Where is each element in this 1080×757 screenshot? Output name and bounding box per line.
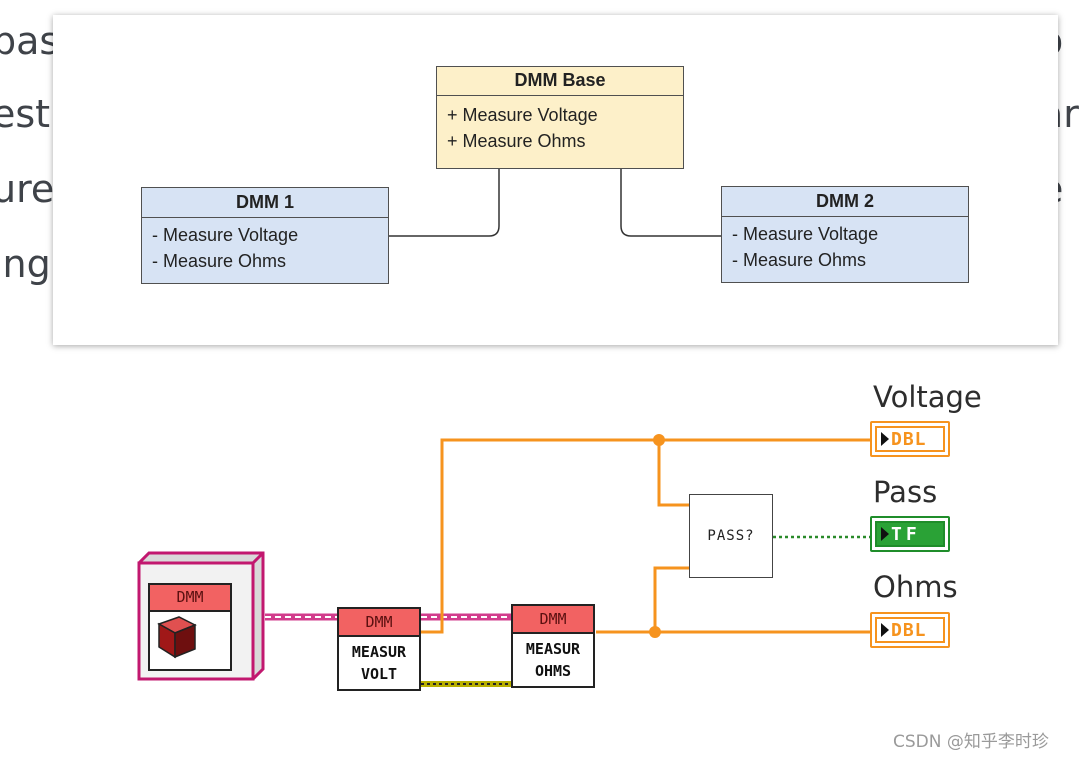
uml-class-name: DMM 1 [142, 188, 388, 218]
uml-operation: - Measure Ohms [732, 250, 867, 270]
voltage-wire [421, 438, 870, 634]
vi-text-line: MEASUR [525, 640, 581, 658]
ohms-branch-wire [653, 566, 689, 632]
vi-header: DMM [513, 606, 593, 634]
wire-junction-ohms [649, 626, 661, 638]
uml-operation: - Measure Ohms [152, 251, 287, 271]
arrow-right-icon [881, 623, 889, 637]
voltage-indicator[interactable]: DBL [870, 421, 950, 457]
vi-text-line: VOLT [360, 665, 398, 683]
bg-text-line-2: est [0, 92, 51, 136]
pass-indicator-label: Pass [873, 475, 938, 509]
watermark: CSDN @知乎李时珍 [893, 732, 1049, 752]
vi-text-line: OHMS [534, 662, 572, 680]
voltage-indicator-label: Voltage [873, 380, 982, 414]
wire-junction-voltage [653, 434, 665, 446]
ohms-indicator[interactable]: DBL [870, 612, 950, 648]
object-constant-frame-icon [137, 551, 265, 681]
indicator-dtype: TF [891, 523, 921, 545]
ohms-indicator-label: Ohms [873, 570, 958, 604]
arrow-right-icon [881, 527, 889, 541]
indicator-dtype: DBL [891, 619, 927, 641]
pass-check-vi[interactable]: PASS? [689, 494, 773, 578]
measure-volt-vi[interactable]: DMM MEASUR VOLT [337, 607, 421, 691]
vi-text-line: MEASUR [351, 643, 407, 661]
uml-diagram-card: DMM Base + Measure Voltage + Measure Ohm… [53, 15, 1058, 345]
arrow-right-icon [881, 432, 889, 446]
uml-operation: - Measure Voltage [732, 224, 879, 244]
dmm-object-constant: DMM [137, 551, 265, 681]
pass-vi-label: PASS? [707, 528, 755, 544]
uml-class-name: DMM 2 [722, 187, 968, 217]
bg-text-line-4: ing [0, 242, 51, 286]
pass-indicator[interactable]: TF [870, 516, 950, 552]
bg-text-line-1: pas [0, 19, 60, 63]
uml-operation: - Measure Voltage [152, 225, 299, 245]
bg-text-line-3: ure [0, 167, 55, 211]
uml-operation: + Measure Ohms [447, 131, 586, 151]
uml-class-dmm2: DMM 2 - Measure Voltage - Measure Ohms [721, 186, 969, 283]
uml-class-dmm-base: DMM Base + Measure Voltage + Measure Ohm… [436, 66, 684, 169]
cube-icon [157, 616, 197, 659]
uml-class-name: DMM Base [437, 67, 683, 96]
measure-ohms-vi[interactable]: DMM MEASUR OHMS [511, 604, 595, 688]
uml-class-dmm1: DMM 1 - Measure Voltage - Measure Ohms [141, 187, 389, 284]
indicator-dtype: DBL [891, 428, 927, 450]
uml-operation: + Measure Voltage [447, 105, 598, 125]
uml-connectors [387, 168, 722, 237]
connector-dmm1-base [387, 168, 500, 237]
voltage-branch-wire [657, 440, 689, 507]
object-constant-label: DMM [176, 588, 204, 606]
connector-dmm2-base [620, 168, 722, 237]
vi-header: DMM [339, 609, 419, 637]
